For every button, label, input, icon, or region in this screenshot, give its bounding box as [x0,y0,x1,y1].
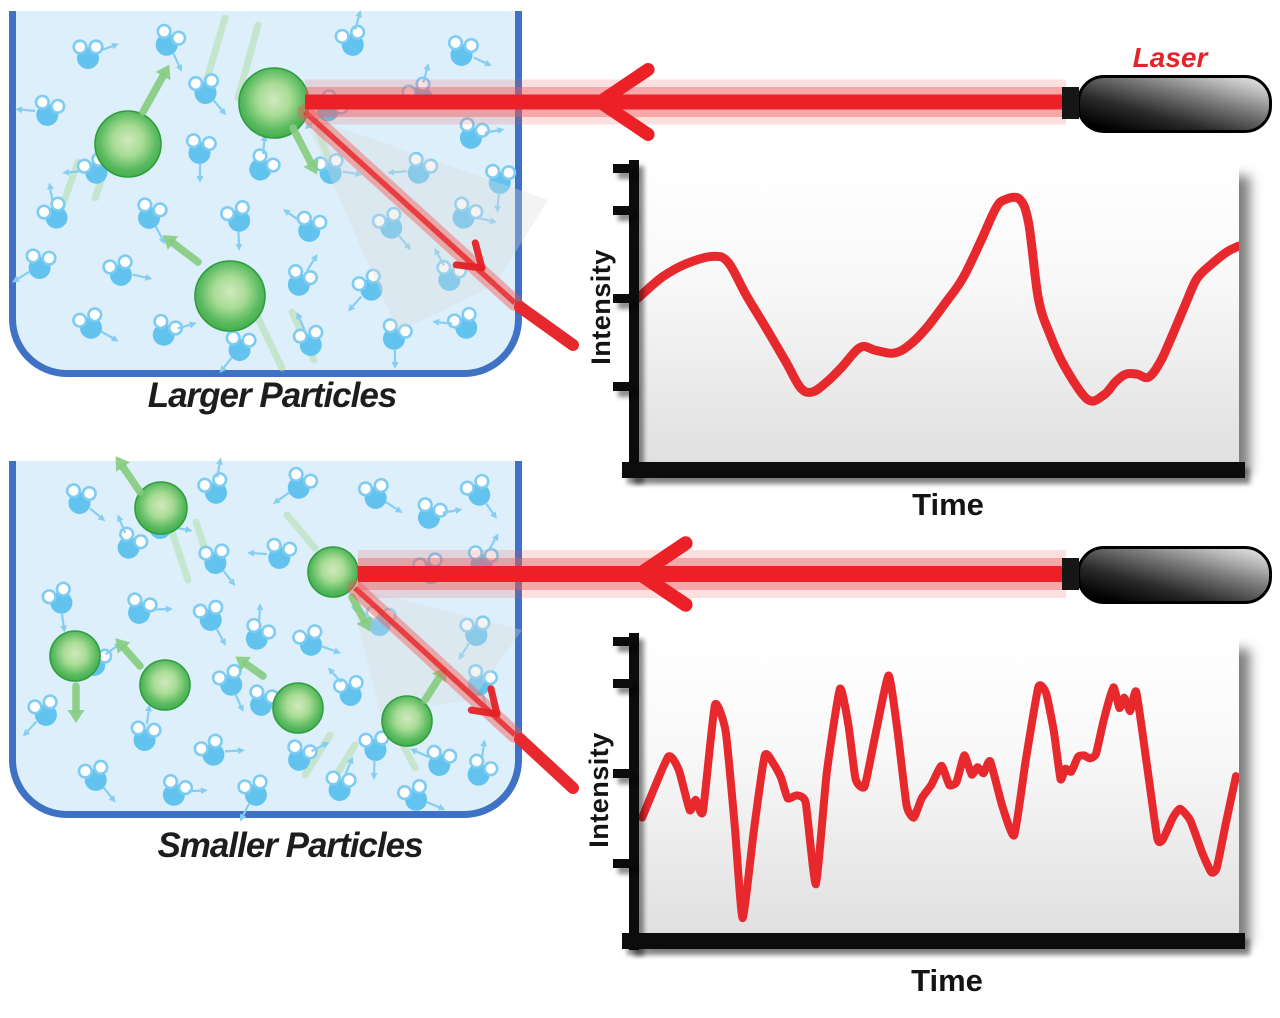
larger-particles-label: Larger Particles [147,376,398,415]
y-tick [613,382,632,391]
y-axis-bottom [629,633,639,950]
y-tick [613,206,632,215]
y-tick [613,859,632,868]
laser-label: Laser [1132,42,1208,73]
laser-nozzle-icon [1062,558,1079,590]
x-axis-label-top: Time [912,487,984,522]
intensity-plot-larger [638,164,1239,462]
y-axis-label-top: Intensity [586,249,616,365]
x-axis-label-bottom: Time [911,963,983,998]
y-tick [613,637,632,646]
y-axis-label-bottom: Intensity [584,732,614,848]
y-tick [613,769,632,778]
y-tick [613,294,632,303]
smaller-particles-label: Smaller Particles [157,826,423,865]
larger-particles-beaker [9,11,522,377]
y-axis-top [629,160,639,478]
laser-device-icon [1077,75,1272,133]
intensity-curve-larger [638,192,1239,406]
intensity-curve-smaller [638,671,1239,923]
laser-nozzle-icon [1062,87,1079,119]
y-tick [613,679,632,688]
laser-device-icon [1077,546,1272,604]
smaller-particles-beaker [9,461,522,818]
y-tick [613,164,632,173]
intensity-plot-smaller [638,637,1239,933]
x-axis-bottom [622,933,1245,949]
x-axis-top [622,462,1245,478]
